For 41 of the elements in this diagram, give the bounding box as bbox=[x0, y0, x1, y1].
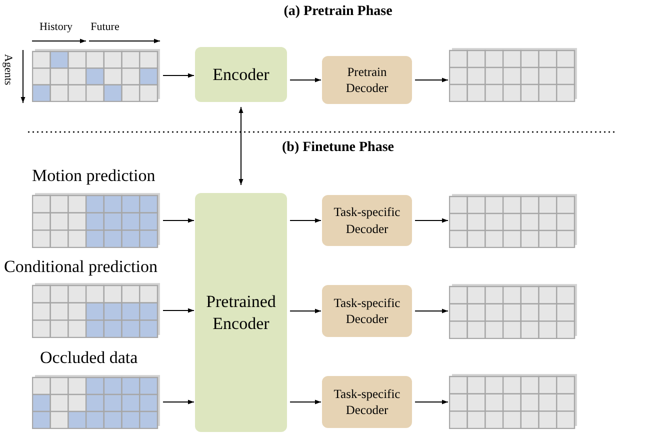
box-label: Task-specific Decoder bbox=[332, 294, 402, 328]
agent-time-grid bbox=[449, 48, 577, 102]
arrow bbox=[414, 400, 448, 404]
encoder-box bbox=[195, 193, 287, 432]
box-label: Pretrain Decoder bbox=[344, 64, 390, 96]
agent-time-grid bbox=[32, 283, 160, 338]
decoder-box bbox=[322, 285, 412, 337]
arrow bbox=[290, 400, 322, 404]
input-caption: Conditional prediction bbox=[4, 257, 158, 277]
box-label: Task-specific Decoder bbox=[332, 386, 402, 418]
decoder-box bbox=[322, 56, 412, 104]
arrow bbox=[238, 106, 244, 186]
arrow bbox=[414, 308, 448, 314]
box-label: Task-specific Decoder bbox=[332, 204, 402, 237]
section-title: (a) Pretrain Phase bbox=[284, 4, 392, 20]
input-caption: Motion prediction bbox=[32, 166, 156, 186]
arrow bbox=[414, 78, 448, 82]
agent-time-grid bbox=[32, 193, 160, 248]
arrow bbox=[290, 218, 322, 223]
box-label: Pretrained Encoder bbox=[205, 291, 277, 334]
input-caption: Occluded data bbox=[40, 348, 138, 368]
axis-label: History bbox=[40, 21, 72, 33]
box-label: Encoder bbox=[212, 64, 270, 86]
arrow bbox=[162, 400, 194, 404]
encoder-box bbox=[195, 47, 287, 102]
agent-time-grid bbox=[449, 374, 577, 429]
decoder-box bbox=[322, 195, 412, 246]
arrow bbox=[290, 78, 322, 82]
arrow bbox=[414, 218, 448, 223]
decoder-box bbox=[322, 376, 412, 428]
arrow bbox=[162, 308, 194, 313]
agent-time-grid bbox=[449, 284, 577, 339]
arrow bbox=[162, 218, 194, 223]
axis-label: Future bbox=[90, 21, 120, 33]
arrow bbox=[162, 73, 194, 78]
axis-label: Agents bbox=[3, 54, 14, 86]
section-title: (b) Finetune Phase bbox=[282, 140, 394, 156]
arrow bbox=[290, 308, 322, 314]
agent-time-grid bbox=[32, 49, 160, 102]
agent-time-grid bbox=[449, 194, 577, 248]
agent-time-grid bbox=[32, 375, 160, 429]
